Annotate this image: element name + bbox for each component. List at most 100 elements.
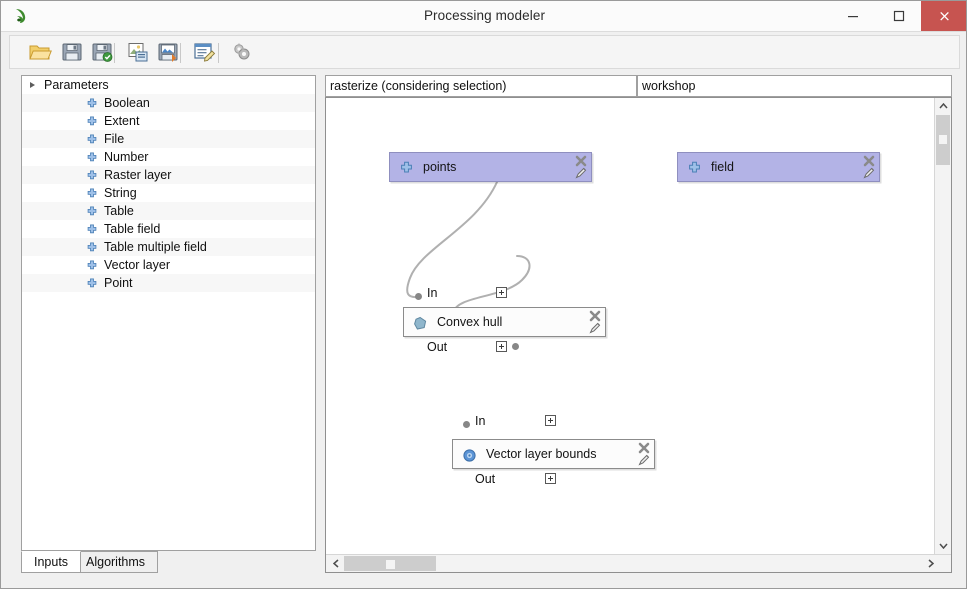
tree-group-parameters[interactable]: Parameters: [22, 76, 315, 94]
tree-item-number[interactable]: Number: [22, 148, 315, 166]
edit-help-icon: [194, 43, 216, 62]
toolbar-separator: [218, 43, 219, 63]
folder-open-icon: [29, 45, 52, 60]
tree-item-file[interactable]: File: [22, 130, 315, 148]
canvas-vscroll-thumb[interactable]: [936, 115, 950, 165]
maximize-icon: [893, 10, 905, 22]
tab-inputs-label: Inputs: [34, 555, 69, 569]
title-bar: Processing modeler ×: [1, 1, 966, 32]
tree-item-vector-layer[interactable]: Vector layer: [22, 256, 315, 274]
parameter-plus-icon: [86, 169, 98, 181]
close-x-icon[interactable]: [637, 441, 651, 455]
canvas-vertical-scrollbar[interactable]: [934, 98, 951, 554]
close-x-icon[interactable]: [588, 309, 602, 323]
model-node-label: field: [711, 160, 734, 174]
tree-item-extent[interactable]: Extent: [22, 112, 315, 130]
toolbar: [9, 35, 960, 69]
pencil-edit-icon[interactable]: [588, 321, 602, 335]
link-points-to-convexhull: [406, 181, 498, 299]
floppy-save-as-icon: [92, 43, 113, 62]
tree-item-point[interactable]: Point: [22, 274, 315, 292]
pencil-edit-icon[interactable]: [862, 166, 876, 180]
tree-item-raster-layer[interactable]: Raster layer: [22, 166, 315, 184]
pencil-edit-icon[interactable]: [637, 453, 651, 467]
parameter-plus-icon: [86, 241, 98, 253]
model-canvas[interactable]: points: [326, 98, 934, 554]
model-node-field[interactable]: field: [677, 152, 880, 182]
parameter-plus-icon: [86, 151, 98, 163]
maximize-button[interactable]: [876, 1, 922, 31]
close-x-icon[interactable]: [862, 154, 876, 168]
tree-item-label: String: [104, 186, 137, 200]
port-label-in: In: [427, 286, 438, 300]
tree-item-label: Table field: [104, 222, 161, 236]
port-expand-out[interactable]: [496, 341, 507, 352]
edit-help-button[interactable]: [192, 41, 218, 65]
tree-item-string[interactable]: String: [22, 184, 315, 202]
tree-item-label: Table multiple field: [104, 240, 207, 254]
canvas-hscroll-thumb[interactable]: [344, 556, 436, 571]
pencil-edit-icon[interactable]: [574, 166, 588, 180]
parameter-plus-icon: [687, 161, 702, 176]
tree-item-label: Vector layer: [104, 258, 171, 272]
parameter-plus-icon: [399, 161, 414, 176]
tab-algorithms-label: Algorithms: [86, 555, 146, 569]
port-expand-out[interactable]: [545, 473, 556, 484]
minimize-button[interactable]: [830, 1, 876, 31]
tree-group-label: Parameters: [44, 78, 109, 92]
tree-item-label: Number: [104, 150, 149, 164]
qgis-logo-icon: [11, 6, 31, 26]
chevron-right-icon[interactable]: [923, 555, 939, 572]
chevron-up-icon[interactable]: [935, 98, 951, 114]
tree-item-label: Boolean: [104, 96, 150, 110]
save-model-button[interactable]: [60, 41, 86, 65]
save-model-as-button[interactable]: [90, 41, 116, 65]
tree-item-table[interactable]: Table: [22, 202, 315, 220]
toolbar-separator: [180, 43, 181, 63]
tree-item-boolean[interactable]: Boolean: [22, 94, 315, 112]
canvas-horizontal-scrollbar[interactable]: [326, 554, 951, 572]
port-expand-in[interactable]: [496, 287, 507, 298]
close-x-icon[interactable]: [574, 154, 588, 168]
floppy-save-icon: [62, 43, 82, 61]
port-expand-in[interactable]: [545, 415, 556, 426]
port-label-in: In: [475, 414, 486, 428]
parameter-plus-icon: [86, 187, 98, 199]
tree-item-table-field[interactable]: Table field: [22, 220, 315, 238]
tree-item-label: Point: [104, 276, 133, 290]
model-name-input[interactable]: rasterize (considering selection): [325, 75, 637, 97]
parameter-plus-icon: [86, 259, 98, 271]
open-model-button[interactable]: [28, 41, 54, 65]
collapse-arrow-icon[interactable]: [30, 82, 35, 88]
chevron-down-icon[interactable]: [935, 538, 951, 554]
port-dot-out[interactable]: [512, 343, 519, 350]
close-icon: ×: [938, 6, 951, 25]
export-pdf-button[interactable]: [156, 41, 182, 65]
page-title: Processing modeler: [423, 8, 546, 23]
tree-item-table-multiple-field[interactable]: Table multiple field: [22, 238, 315, 256]
panel-tabs: Inputs Algorithms: [21, 551, 316, 573]
port-label-out: Out: [475, 472, 496, 486]
model-node-convex-hull[interactable]: Convex hull: [403, 307, 606, 337]
parameter-plus-icon: [86, 277, 98, 289]
port-label-out: Out: [427, 340, 448, 354]
close-button[interactable]: ×: [921, 1, 966, 31]
model-node-vector-layer-bounds[interactable]: Vector layer bounds: [452, 439, 655, 469]
model-canvas-frame: points: [325, 97, 952, 573]
chevron-left-icon[interactable]: [328, 555, 344, 572]
model-node-points[interactable]: points: [389, 152, 592, 182]
tree-item-label: Table: [104, 204, 134, 218]
tab-algorithms[interactable]: Algorithms: [73, 551, 159, 573]
run-model-button[interactable]: [230, 41, 256, 65]
parameter-plus-icon: [86, 223, 98, 235]
port-dot-in[interactable]: [415, 293, 422, 300]
model-node-label: Vector layer bounds: [486, 447, 597, 461]
model-group-input[interactable]: workshop: [637, 75, 952, 97]
tree-item-label: File: [104, 132, 125, 146]
model-node-label: points: [423, 160, 457, 174]
port-dot-in[interactable]: [463, 421, 470, 428]
export-image-button[interactable]: [126, 41, 152, 65]
tab-inputs[interactable]: Inputs: [21, 551, 82, 573]
